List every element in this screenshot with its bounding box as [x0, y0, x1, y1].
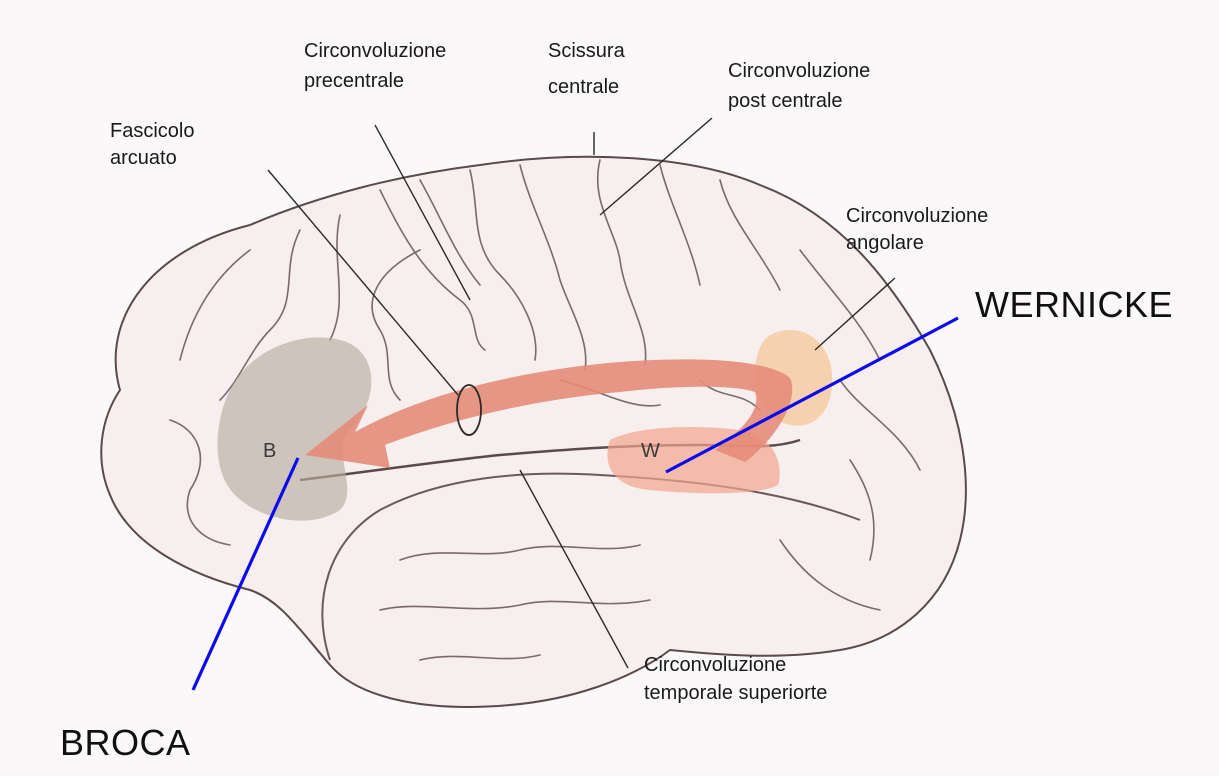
- label-fascicle-line2: arcuato: [110, 145, 177, 172]
- label-fascicle-line1: Fascicolo: [110, 118, 194, 145]
- label-postcentral-line1: Circonvoluzione: [728, 58, 870, 85]
- label-precentral-line2: precentrale: [304, 68, 404, 95]
- label-angular-line1: Circonvoluzione: [846, 203, 988, 230]
- wernicke-area-letter: W: [641, 440, 660, 463]
- label-central-line1: Scissura: [548, 38, 625, 65]
- label-wernicke: WERNICKE: [975, 284, 1173, 326]
- label-temporal-line1: Circonvoluzione: [644, 652, 786, 679]
- label-temporal-line2: temporale superiorte: [644, 680, 827, 707]
- label-central-line2: centrale: [548, 74, 619, 101]
- label-postcentral-line2: post centrale: [728, 88, 843, 115]
- broca-area-letter: B: [263, 440, 276, 463]
- label-precentral-line1: Circonvoluzione: [304, 38, 446, 65]
- label-angular-line2: angolare: [846, 230, 924, 257]
- label-broca: BROCA: [60, 722, 191, 764]
